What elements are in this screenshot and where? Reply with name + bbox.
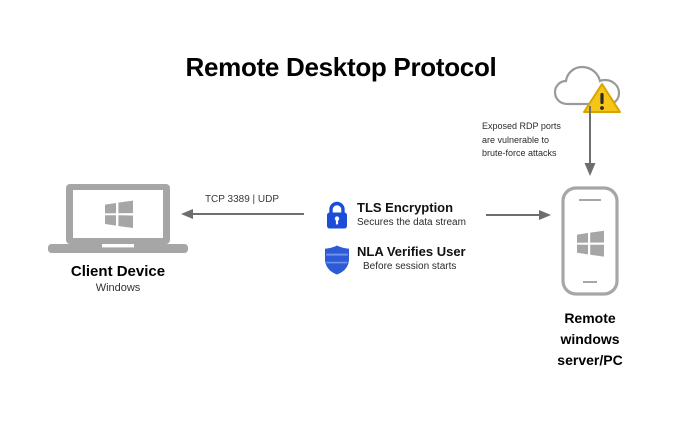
phone-frame (561, 186, 619, 296)
security-item-title: TLS Encryption (357, 200, 454, 215)
lock-shackle (329, 201, 345, 213)
security-item-subtitle: Before session starts (363, 261, 457, 272)
page-title: Remote Desktop Protocol (185, 52, 497, 82)
cloud-warning-svg (553, 65, 621, 113)
windows-pane-br (590, 244, 604, 257)
windows-pane-tr (118, 200, 133, 214)
laptop-notch (102, 244, 134, 248)
windows-logo-icon (577, 230, 604, 257)
port-label: TCP 3389 | UDP (204, 194, 280, 205)
windows-pane-tr (590, 230, 604, 243)
threat-note: Exposed RDP ports are vulnerable to brut… (482, 120, 582, 161)
arrow-down-svg (584, 106, 596, 176)
shield-icon (322, 244, 352, 276)
remote-server-label: Remote windows server/PC (519, 308, 661, 371)
cloud-icon (552, 62, 628, 114)
windows-pane-br (118, 215, 133, 228)
arrow-right-svg (486, 210, 551, 220)
arrow-right-head (539, 210, 551, 220)
remote-server-label-line-2: windows (560, 331, 620, 347)
security-item-nla-verification: NLA Verifies User Before session starts (322, 242, 482, 286)
threat-note-line-1: Exposed RDP ports (482, 121, 561, 131)
warning-bang-dot (600, 106, 604, 110)
client-device-label: Client Device (70, 263, 166, 280)
lock-svg (327, 201, 347, 229)
arrow-down-icon (575, 106, 605, 178)
security-item-tls-encryption: TLS Encryption Secures the data stream (322, 198, 482, 242)
remote-server-label-line-3: server/PC (557, 352, 623, 368)
windows-pane-tl (577, 233, 588, 243)
warning-bang-stem (600, 93, 604, 104)
phone-svg (561, 186, 619, 296)
lock-keyhole (334, 216, 340, 221)
windows-pane-tl (105, 203, 116, 214)
windows-pane-bl (577, 244, 588, 255)
threat-note-line-2: are vulnerable to (482, 134, 550, 145)
laptop-windows-icon (48, 182, 188, 254)
arrow-right-icon (486, 207, 552, 223)
client-device-sublabel: Windows (95, 282, 141, 294)
windows-pane-bl (105, 215, 116, 226)
lock-icon (322, 200, 352, 232)
security-item-title: NLA Verifies User (357, 244, 466, 259)
security-feature-list: TLS Encryption Secures the data stream N… (322, 198, 482, 286)
windows-logo-icon (105, 200, 133, 228)
warning-triangle-icon (583, 83, 621, 113)
remote-server-label-line-1: Remote (564, 310, 616, 326)
arrow-left-icon (180, 206, 304, 222)
arrow-down-head (584, 163, 596, 176)
phone-windows-icon (561, 186, 619, 296)
arrow-left-svg (181, 209, 304, 219)
shield-body (325, 245, 349, 275)
laptop-screen (73, 190, 163, 238)
security-item-subtitle: Secures the data stream (357, 217, 466, 228)
arrow-left-head (181, 209, 193, 219)
laptop-base (48, 244, 188, 253)
shield-svg (325, 245, 349, 275)
lock-keyhole-stem (335, 219, 339, 225)
cloud-shape (553, 65, 621, 106)
laptop-svg (48, 184, 188, 253)
threat-note-line-3: brute-force attacks (482, 148, 557, 158)
